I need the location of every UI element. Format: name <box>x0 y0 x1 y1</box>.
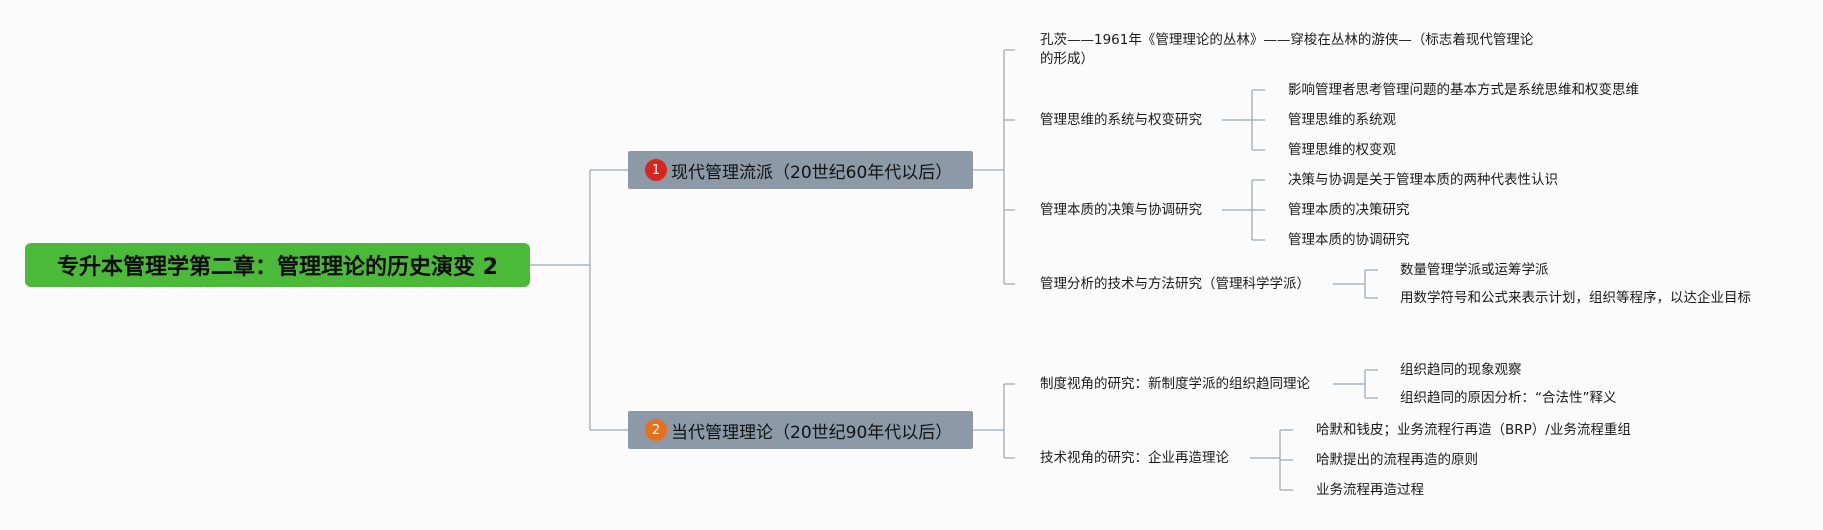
root-topic-label: 专升本管理学第二章：管理理论的历史演变 2 <box>57 255 498 280</box>
subtopic-label: 数量管理学派或运筹学派 <box>1400 262 1549 278</box>
topic-decision-coordination[interactable]: 管理本质的决策与协调研究 <box>1040 201 1202 220</box>
topic-label: 孔茨——1961年《管理理论的丛林》——穿梭在丛林的游侠—（标志着现代管理论的形… <box>1040 32 1534 67</box>
topic-label: 技术视角的研究：企业再造理论 <box>1040 450 1229 466</box>
topic-management-science[interactable]: 管理分析的技术与方法研究（管理科学学派） <box>1040 275 1310 294</box>
topic-institutional-view[interactable]: 制度视角的研究：新制度学派的组织趋同理论 <box>1040 375 1310 394</box>
subtopic[interactable]: 管理本质的协调研究 <box>1288 231 1410 250</box>
subtopic-label: 组织趋同的现象观察 <box>1400 362 1522 378</box>
subtopic-label: 组织趋同的原因分析：“合法性”释义 <box>1400 390 1617 406</box>
subtopic-label: 业务流程再造过程 <box>1316 482 1424 498</box>
subtopic[interactable]: 哈默和钱皮；业务流程行再造（BRP）/业务流程重组 <box>1316 421 1631 440</box>
subtopic[interactable]: 影响管理者思考管理问题的基本方式是系统思维和权变思维 <box>1288 81 1639 100</box>
branch-label: 现代管理流派（20世纪60年代以后） <box>671 162 953 183</box>
subtopic[interactable]: 用数学符号和公式来表示计划，组织等程序，以达企业目标 <box>1400 289 1751 308</box>
subtopic-label: 用数学符号和公式来表示计划，组织等程序，以达企业目标 <box>1400 290 1751 306</box>
topic-label: 制度视角的研究：新制度学派的组织趋同理论 <box>1040 376 1310 392</box>
subtopic[interactable]: 组织趋同的原因分析：“合法性”释义 <box>1400 389 1617 408</box>
subtopic[interactable]: 数量管理学派或运筹学派 <box>1400 261 1549 280</box>
subtopic[interactable]: 组织趋同的现象观察 <box>1400 361 1522 380</box>
subtopic[interactable]: 管理本质的决策研究 <box>1288 201 1410 220</box>
subtopic[interactable]: 决策与协调是关于管理本质的两种代表性认识 <box>1288 171 1558 190</box>
branch-contemporary-theory[interactable]: 2 当代管理理论（20世纪90年代以后） <box>628 411 973 449</box>
topic-reengineering[interactable]: 技术视角的研究：企业再造理论 <box>1040 449 1229 468</box>
subtopic[interactable]: 业务流程再造过程 <box>1316 481 1424 500</box>
subtopic[interactable]: 管理思维的系统观 <box>1288 111 1396 130</box>
topic-koontz[interactable]: 孔茨——1961年《管理理论的丛林》——穿梭在丛林的游侠—（标志着现代管理论的形… <box>1040 31 1540 69</box>
topic-systems-contingency[interactable]: 管理思维的系统与权变研究 <box>1040 111 1202 130</box>
topic-label: 管理分析的技术与方法研究（管理科学学派） <box>1040 276 1310 292</box>
branch-label: 当代管理理论（20世纪90年代以后） <box>671 422 953 443</box>
topic-label: 管理思维的系统与权变研究 <box>1040 112 1202 128</box>
subtopic[interactable]: 管理思维的权变观 <box>1288 141 1396 160</box>
priority-2-icon: 2 <box>645 419 667 441</box>
subtopic-label: 管理本质的决策研究 <box>1288 202 1410 218</box>
subtopic-label: 决策与协调是关于管理本质的两种代表性认识 <box>1288 172 1558 188</box>
subtopic-label: 哈默和钱皮；业务流程行再造（BRP）/业务流程重组 <box>1316 422 1631 438</box>
subtopic[interactable]: 哈默提出的流程再造的原则 <box>1316 451 1478 470</box>
branch-modern-schools[interactable]: 1 现代管理流派（20世纪60年代以后） <box>628 151 973 189</box>
topic-label: 管理本质的决策与协调研究 <box>1040 202 1202 218</box>
subtopic-label: 影响管理者思考管理问题的基本方式是系统思维和权变思维 <box>1288 82 1639 98</box>
subtopic-label: 哈默提出的流程再造的原则 <box>1316 452 1478 468</box>
subtopic-label: 管理思维的系统观 <box>1288 112 1396 128</box>
subtopic-label: 管理思维的权变观 <box>1288 142 1396 158</box>
root-topic[interactable]: 专升本管理学第二章：管理理论的历史演变 2 <box>25 243 530 287</box>
subtopic-label: 管理本质的协调研究 <box>1288 232 1410 248</box>
priority-1-icon: 1 <box>645 159 667 181</box>
